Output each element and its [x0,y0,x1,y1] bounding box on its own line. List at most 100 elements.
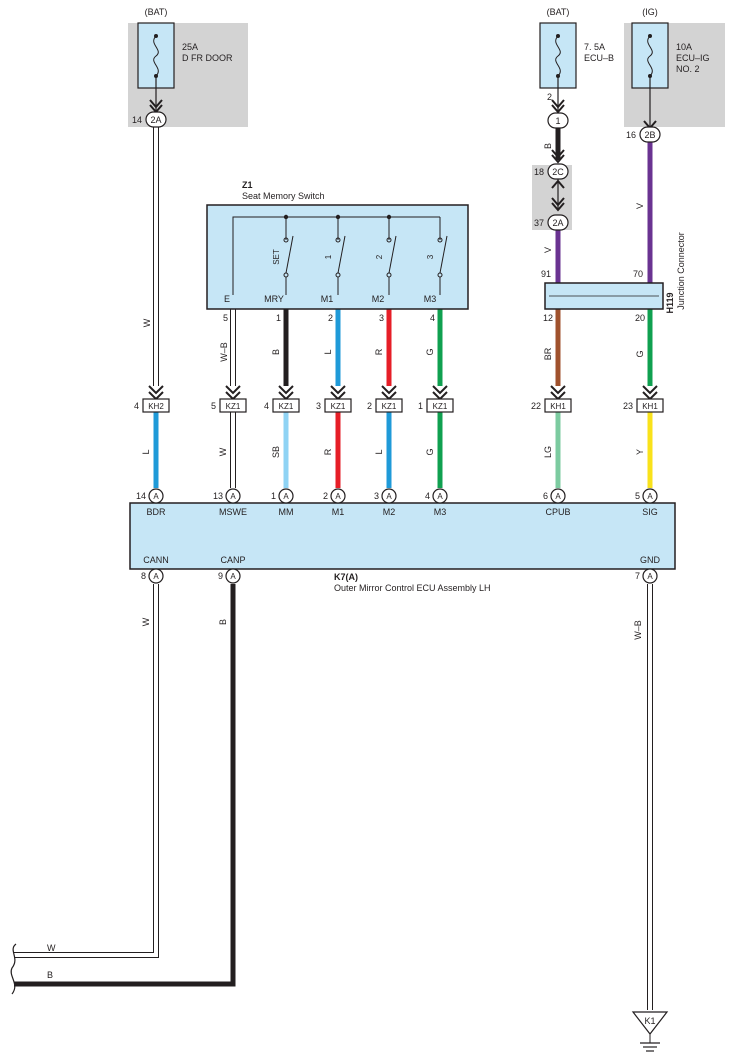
connector-code: KZ1 [279,402,294,411]
pin-number: 16 [626,130,636,140]
pin-number: 1 [276,313,281,323]
pin-number: 20 [635,313,645,323]
connector-code: 2A [150,115,161,125]
ig-header: (IG) [642,7,658,17]
wire-label-w-mswe: W [218,447,228,456]
terminal-m3: M3 [424,294,437,304]
terminal-name: CANN [143,555,169,565]
wire-w-cann-core [14,584,158,957]
pin-number: 13 [213,491,223,501]
arrow-down-icon [381,385,397,401]
wire-label-wb-gnd: W–B [633,620,643,640]
wire-label-v-mid: V [543,247,553,253]
wire-label-b-bottom: B [47,970,53,980]
connector-code: KZ1 [226,402,241,411]
connector-code: 1 [555,116,560,126]
ecu-terminal-canp: CANP A 9 [218,555,246,584]
fuse-terminal-icon [154,34,158,38]
arrow-down-icon [278,385,294,401]
connector-letter: A [153,492,159,501]
wire-label-l-bdr: L [141,449,151,454]
fuse-rating-10a: 10A [676,42,692,52]
bat-right-header: (BAT) [547,7,570,17]
pin-number: 4 [134,401,139,411]
ground-point-k1: K1 [631,1011,669,1052]
pin-number: 4 [264,401,269,411]
wire-label-w-cann: W [141,617,151,626]
connector-1-ecub: 1 2 [547,92,569,129]
pin-number: 22 [531,401,541,411]
connector-2c-2a-mid: 2C 18 2A 37 [534,149,569,231]
arrow-down-icon [432,385,448,401]
switch-internal-wire [232,216,440,295]
switch-label-set: SET [272,249,281,265]
pin-number: 12 [543,313,553,323]
fuse-terminal-icon [556,34,560,38]
wire-label-b-mry: B [271,349,281,355]
ground-triangle-icon [631,1011,669,1035]
connector-code: 2A [552,218,563,228]
connector-2b-ig: 2B 16 [626,120,661,143]
wire-label-l-m1: L [323,349,333,354]
wire-label-g-m3-ecu: G [425,448,435,455]
connector-letter: A [153,572,159,581]
ecu-title: Outer Mirror Control ECU Assembly LH [334,583,491,593]
seat-switch-code: Z1 [242,180,253,190]
ecu-terminal-m2: A 3 M2 [374,488,397,517]
terminal-e: E [224,294,230,304]
junction-title: Junction Connector [676,232,686,310]
connector-letter: A [555,492,561,501]
inline-connector-kz1-m3: KZ1 1 [418,385,454,413]
wire-w-cann [14,584,159,958]
fuse-symbol-icon [647,35,653,77]
inline-connector-kz1-m1: KZ1 3 [316,385,352,413]
pin-number: 7 [635,571,640,581]
pin-number: 5 [223,313,228,323]
ecu-terminal-m1: A 2 M1 [323,488,346,517]
pin-number: 37 [534,218,544,228]
connector-code: KZ1 [382,402,397,411]
inline-connector-kh2: KH2 4 [134,385,170,413]
fuse-symbol-icon [555,35,561,77]
connector-letter: A [437,492,443,501]
terminal-name: MM [279,507,294,517]
pin-number: 1 [418,401,423,411]
terminal-m1: M1 [321,294,334,304]
switch-set [283,214,294,295]
pin-number: 3 [374,491,379,501]
terminal-name: MSWE [219,507,247,517]
wire-label-y-sig: Y [635,449,645,455]
fuse-name-no2: NO. 2 [676,64,700,74]
terminal-name: CPUB [545,507,570,517]
wire-label-l-m2: L [374,449,384,454]
pin-number: 14 [132,115,142,125]
connector-letter: A [335,492,341,501]
pin-number: 91 [541,269,551,279]
wire-label-br: BR [543,347,553,360]
connector-code: 2B [644,130,655,140]
connector-code: 2C [552,167,564,177]
inline-connector-kz1-mry: KZ1 4 [264,385,300,413]
wire-label-b: B [543,143,553,149]
wire-label-g-m3: G [425,348,435,355]
fuse-rating-25a: 25A [182,42,198,52]
terminal-name: M1 [332,507,345,517]
arrow-down-icon [550,385,566,401]
inline-connector-kh1-cpub: KH1 22 [531,385,572,413]
wire-label-v-ig: V [635,203,645,209]
pin-number: 2 [367,401,372,411]
wire-label-w: W [142,318,152,327]
terminal-mry: MRY [264,294,284,304]
wire-break-icon [10,943,17,995]
pin-number: 3 [379,313,384,323]
pin-number: 9 [218,571,223,581]
terminal-name: CANP [220,555,245,565]
pin-number: 5 [211,401,216,411]
fuse-rating-7-5a: 7. 5A [584,42,605,52]
pin-number: 1 [271,491,276,501]
ecu-terminal-cann: CANN A 8 [141,555,169,584]
fuse-symbol-icon [153,35,159,77]
ecu-outer-mirror-control [129,502,676,570]
inline-connector-kz1-m2: KZ1 2 [367,385,403,413]
seat-switch-title: Seat Memory Switch [242,191,325,201]
